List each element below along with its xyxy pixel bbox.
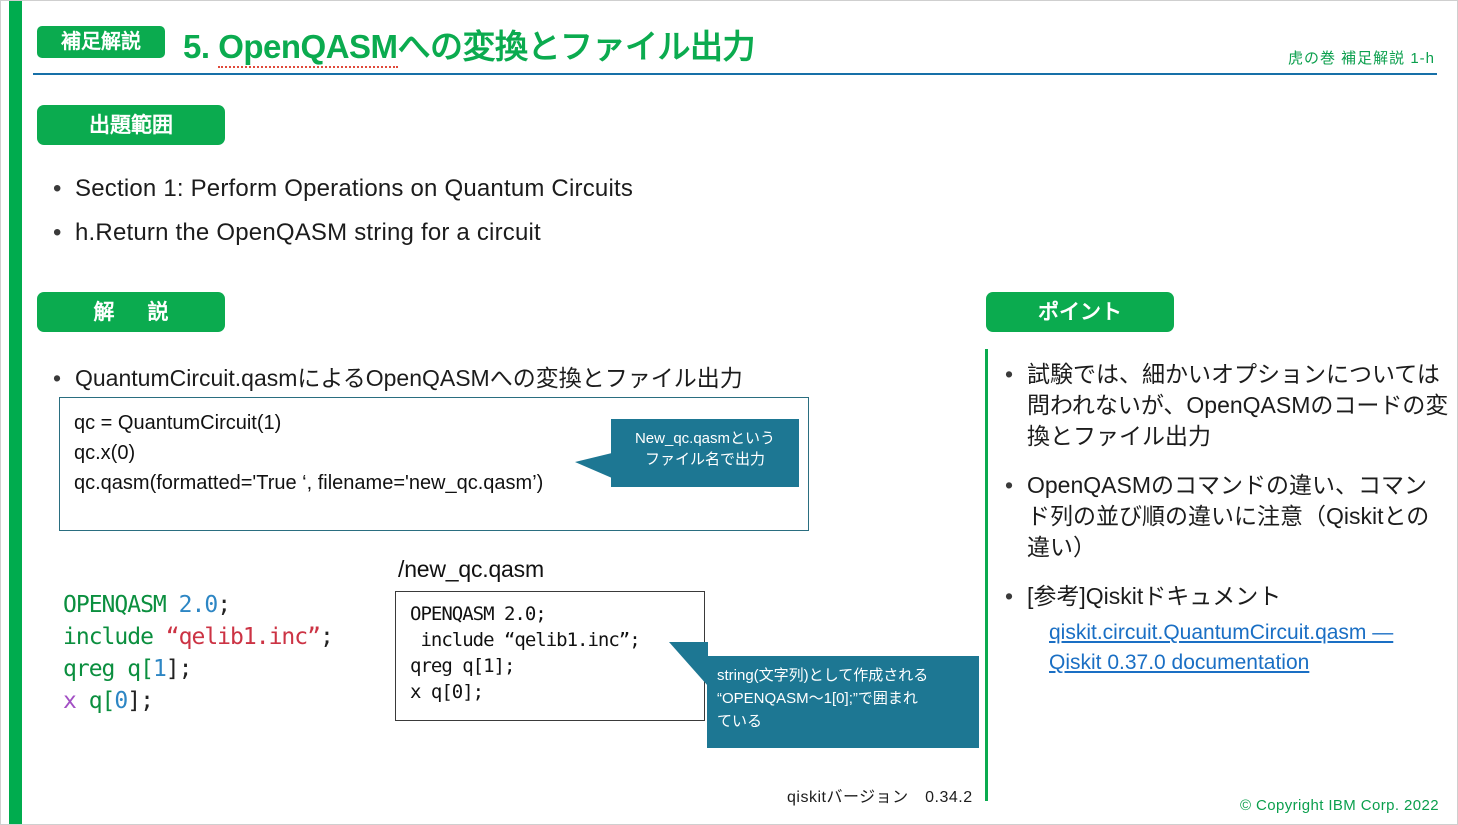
output-file-box: OPENQASM 2.0; include “qelib1.inc”; qreg… [395, 591, 705, 721]
qasm-number: 1 [152, 656, 167, 682]
point-reference-label: [参考]Qiskitドキュメント [1027, 583, 1282, 609]
header-badge: 補足解説 [37, 26, 165, 58]
page-title-keyword: OpenQASM [218, 28, 398, 68]
list-item: OpenQASMのコマンドの違い、コマンド列の並び順の違いに注意（Qiskitと… [997, 470, 1449, 563]
point-badge: ポイント [986, 292, 1174, 332]
callout-filename-note: New_qc.qasmという ファイル名で出力 [575, 419, 799, 487]
qasm-number: 2.0 [178, 592, 219, 618]
list-item: QuantumCircuit.qasmによるOpenQASMへの変換とファイル出… [45, 361, 925, 395]
page-title-prefix: 5. [183, 28, 210, 65]
list-item: Section 1: Perform Operations on Quantum… [45, 167, 945, 211]
qasm-punct: ; [319, 624, 334, 650]
source-code-text: qc = QuantumCircuit(1) qc.x(0) qc.qasm(f… [74, 412, 544, 494]
callout-tail-icon [575, 453, 612, 478]
point-list: 試験では、細かいオプションについては問われないが、OpenQASMのコードの変換… [997, 359, 1449, 696]
header-divider [33, 73, 1437, 75]
callout-string-text: string(文字列)として作成される “OPENQASM〜1[0];”で囲まれ… [717, 667, 929, 730]
qasm-number: 0 [114, 688, 128, 714]
qasm-string: “qelib1.inc” [165, 624, 321, 650]
qasm-gate: x [63, 688, 77, 714]
scope-badge: 出題範囲 [37, 105, 225, 145]
qasm-keyword: include [63, 624, 154, 650]
header-reference-label: 虎の巻 補足解説 1-h [1287, 50, 1435, 67]
qasm-punct: ]; [127, 688, 154, 714]
qiskit-version-note: qiskitバージョン 0.34.2 [787, 789, 973, 806]
scope-list: Section 1: Perform Operations on Quantum… [45, 167, 945, 255]
list-item: 試験では、細かいオプションについては問われないが、OpenQASMのコードの変換… [997, 359, 1449, 452]
qasm-keyword: OPENQASM [63, 592, 167, 618]
qasm-keyword: q[ [75, 688, 116, 714]
explanation-badge: 解 説 [37, 292, 225, 332]
left-accent-bar [9, 1, 22, 824]
page-title: 5. OpenQASMへの変換とファイル出力 [183, 20, 756, 68]
list-item: [参考]Qiskitドキュメント qiskit.circuit.QuantumC… [997, 581, 1449, 678]
output-file-label: /new_qc.qasm [398, 556, 544, 582]
list-item: h.Return the OpenQASM string for a circu… [45, 211, 945, 255]
qasm-highlighted-output: OPENQASM 2.0; include “qelib1.inc”; qreg… [63, 589, 334, 717]
qasm-punct: ; [217, 592, 231, 618]
output-file-contents: OPENQASM 2.0; include “qelib1.inc”; qreg… [410, 603, 641, 703]
callout-filename-text: New_qc.qasmという ファイル名で出力 [634, 430, 776, 468]
callout-tail-icon [669, 642, 708, 686]
callout-string-note: string(文字列)として作成される “OPENQASM〜1[0];”で囲まれ… [669, 642, 979, 748]
explanation-list: QuantumCircuit.qasmによるOpenQASMへの変換とファイル出… [45, 361, 925, 395]
page-title-rest: への変換とファイル出力 [397, 28, 756, 65]
qasm-keyword: qreg q[ [63, 656, 154, 682]
copyright-notice: © Copyright IBM Corp. 2022 [1239, 797, 1439, 814]
qiskit-doc-link[interactable]: qiskit.circuit.QuantumCircuit.qasm ― Qis… [1049, 621, 1394, 674]
qasm-punct: ]; [165, 656, 193, 682]
panel-divider [985, 349, 988, 801]
